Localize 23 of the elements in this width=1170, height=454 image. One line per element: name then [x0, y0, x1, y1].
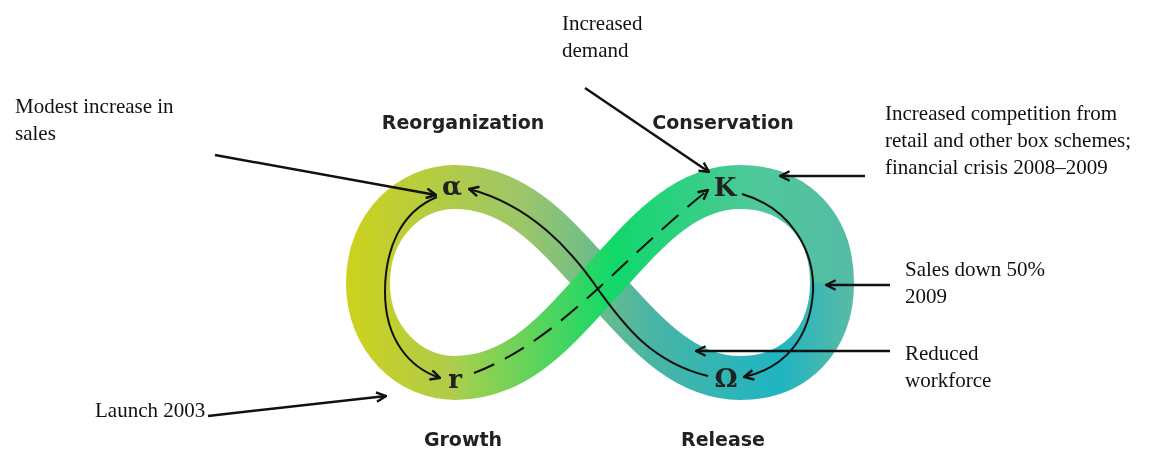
phase-label: Growth — [423, 428, 503, 450]
annotation-text: Sales down 50% 2009 — [905, 256, 1075, 310]
leader-arrow — [778, 170, 865, 182]
phase-label: Conservation — [652, 111, 794, 133]
leader-arrow — [214, 153, 438, 200]
alpha-symbol: α — [437, 168, 467, 204]
annotation-text: Increased demand — [562, 10, 682, 64]
annotation-text: Launch 2003 — [95, 397, 245, 424]
annotation-text: Reduced workforce — [905, 340, 1055, 394]
kappa-symbol: K — [710, 169, 740, 205]
infinity-loop-band — [346, 165, 854, 401]
leader-arrow — [584, 86, 711, 174]
r-symbol: r — [441, 361, 469, 397]
leader-arrow — [824, 279, 890, 291]
phase-label: Release — [681, 428, 765, 450]
annotation-text: Modest increase in sales — [15, 93, 215, 147]
omega-symbol: Ω — [710, 360, 742, 396]
cycle-arrow — [384, 196, 442, 381]
annotation-text: Increased competition from retail and other box schemes; financial crisis 2008–2009 — [885, 100, 1165, 181]
leader-arrow — [694, 345, 890, 357]
cycle-arrow — [741, 193, 814, 381]
leader-arrow — [207, 391, 388, 418]
phase-label: Reorganization — [381, 111, 545, 133]
